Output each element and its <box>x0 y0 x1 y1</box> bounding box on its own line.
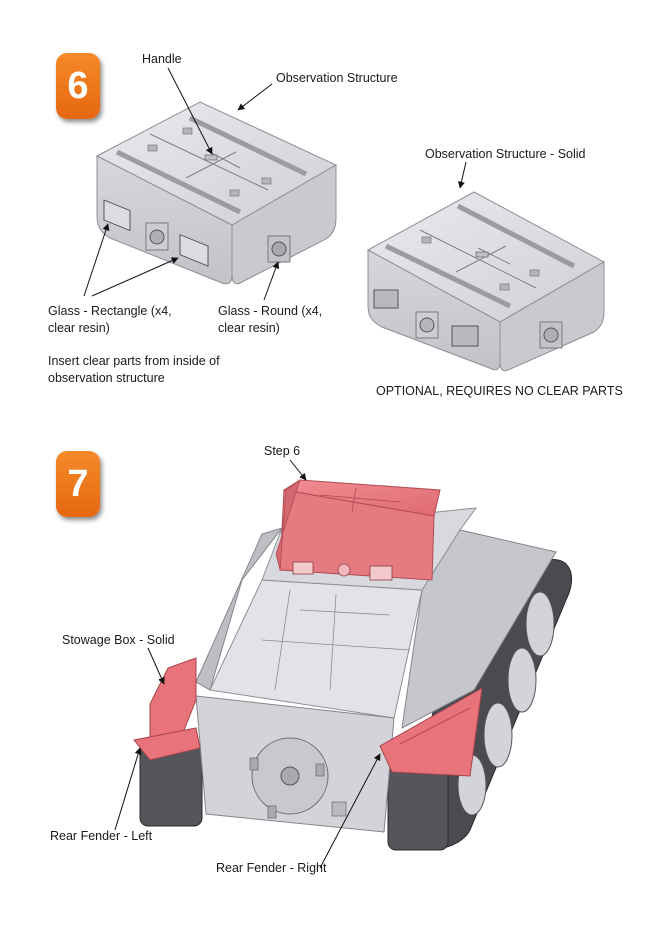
step-6-callout-arrows <box>83 67 467 301</box>
label-stowage-box-solid: Stowage Box - Solid <box>62 633 175 647</box>
label-glass-round-line2: clear resin) <box>218 321 280 335</box>
label-handle: Handle <box>142 52 182 66</box>
label-optional-note: OPTIONAL, REQUIRES NO CLEAR PARTS <box>376 384 623 398</box>
label-observation-structure-solid: Observation Structure - Solid <box>425 147 586 161</box>
label-insert-note-line1: Insert clear parts from inside of <box>48 354 220 368</box>
label-observation-structure: Observation Structure <box>276 71 398 85</box>
label-insert-note-line2: observation structure <box>48 371 165 385</box>
observation-structure-solid-drawing <box>366 191 606 372</box>
vehicle-drawing <box>133 478 573 851</box>
label-glass-round: Glass - Round (x4, clear resin) <box>218 303 322 337</box>
label-glass-rectangle-line1: Glass - Rectangle (x4, <box>48 304 172 318</box>
observation-structure-drawing <box>95 101 338 285</box>
step-6-badge: 6 <box>56 53 100 119</box>
label-step-6-ref: Step 6 <box>264 444 301 458</box>
label-rear-fender-right: Rear Fender - Right <box>216 861 327 875</box>
label-glass-round-line1: Glass - Round (x4, <box>218 304 323 318</box>
label-glass-rectangle-line2: clear resin) <box>48 321 110 335</box>
label-rear-fender-left: Rear Fender - Left <box>50 829 153 843</box>
label-glass-rectangle: Glass - Rectangle (x4, clear resin) <box>48 303 172 337</box>
step-7-badge: 7 <box>56 451 100 517</box>
label-insert-note: Insert clear parts from inside of observ… <box>48 353 220 387</box>
step-7-callout-arrows <box>114 459 381 869</box>
